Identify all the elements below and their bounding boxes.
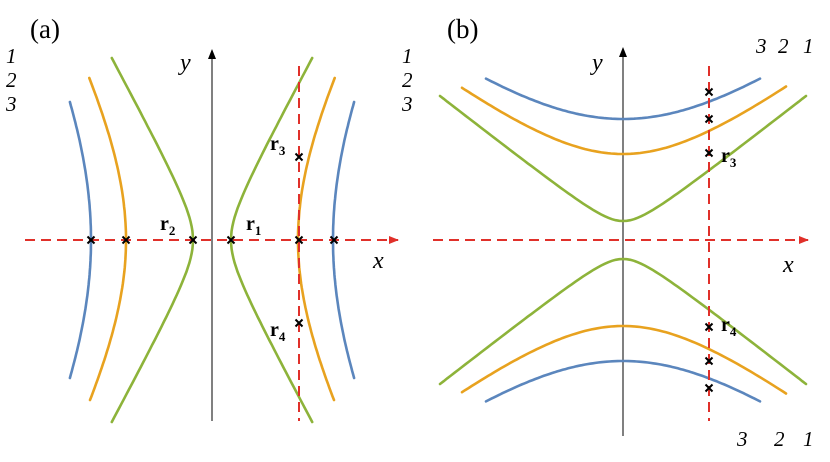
panel-a: (a) y x 1 2 3 1 2 3 r3 r2 r1 r4: [5, 14, 413, 424]
panel-b-markers: [704, 87, 714, 393]
panel-a-markers: [86, 152, 339, 328]
panel-a-point-label-r1: r1: [246, 213, 261, 238]
panel-a-intersection-marker: [294, 235, 304, 245]
panel-b-x-axis-label: x: [782, 252, 794, 278]
panel-a-curve-number-3-left: 3: [5, 92, 17, 116]
panel-a-label: (a): [30, 14, 60, 44]
panel-a-point-label-r2: r2: [160, 213, 175, 238]
panel-a-curve-number-2-right: 2: [402, 68, 413, 92]
panel-b-curve-1-upper: [438, 94, 808, 223]
panel-a-point-label-r3: r3: [270, 133, 286, 158]
panel-b-intersection-marker: [704, 322, 714, 332]
panel-a-intersection-marker: [226, 235, 236, 245]
panel-b-curve-number-2-top: 2: [778, 34, 789, 58]
panel-b-y-axis-label: y: [590, 50, 603, 76]
panel-a-intersection-marker: [294, 318, 304, 328]
panel-a-curve-number-1-left: 1: [6, 44, 17, 68]
panel-a-intersection-marker: [294, 152, 304, 162]
panel-b-curve-number-3-bottom: 3: [736, 427, 748, 451]
panel-a-x-axis-label: x: [372, 248, 384, 274]
panel-b-curves: [438, 77, 808, 403]
panel-b-curve-2-upper: [460, 85, 788, 156]
panel-b-intersection-marker: [704, 87, 714, 97]
panel-b-intersection-marker: [704, 356, 714, 366]
panel-b-curve-number-3-top: 3: [755, 34, 767, 58]
panel-b-curve-number-1-top: 1: [803, 34, 814, 58]
panel-a-intersection-marker: [188, 235, 198, 245]
panel-a-curve-number-3-right: 3: [401, 92, 413, 116]
panel-b-curve-2-lower: [460, 324, 788, 395]
panel-b: (b) y x 3 2 1 3 2 1 r3 r4: [433, 14, 814, 451]
panel-b-curve-number-2-bottom: 2: [774, 427, 785, 451]
panel-a-intersection-marker: [86, 235, 96, 245]
panel-b-label: (b): [447, 14, 478, 44]
panel-b-point-label-r4: r4: [721, 314, 737, 339]
panel-a-y-axis-label: y: [178, 50, 191, 76]
panel-b-intersection-marker: [704, 148, 714, 158]
panel-b-curve-3-upper: [484, 77, 762, 121]
panel-a-curve-number-2-left: 2: [6, 68, 17, 92]
panel-b-curve-1-lower: [438, 257, 808, 386]
panel-a-curve-number-1-right: 1: [402, 44, 413, 68]
panel-b-intersection-marker: [704, 114, 714, 124]
panel-b-curve-3-lower: [484, 359, 762, 403]
panel-b-intersection-marker: [704, 383, 714, 393]
panel-b-curve-number-1-bottom: 1: [803, 427, 814, 451]
panel-a-intersection-marker: [121, 235, 131, 245]
panel-a-intersection-marker: [329, 235, 339, 245]
panel-b-point-label-r3: r3: [721, 145, 737, 170]
panel-a-point-label-r4: r4: [270, 319, 286, 344]
